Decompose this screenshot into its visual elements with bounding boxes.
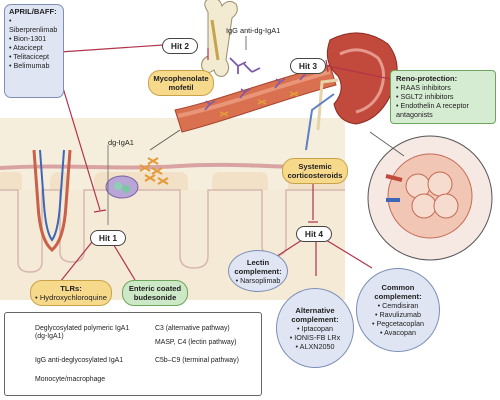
budesonide-line2: budesonide [127, 293, 183, 302]
list-item: Siberprenlimab [9, 16, 59, 34]
list-item: Telitacicept [9, 52, 59, 61]
dg-iga1-label: dg-IgA1 [108, 138, 134, 147]
list-item: • Endothelin A receptor antagonists [396, 101, 490, 119]
mmf-line1: Mycophenolate [153, 74, 209, 83]
intestinal-mucosa [0, 118, 345, 300]
list-item: • SGLT2 inhibitors [396, 92, 490, 101]
legend-masp-label: MASP, C4 (lectin pathway) [155, 339, 236, 347]
mmf-line2: mofetil [153, 83, 209, 92]
systemic-corticosteroids-pill: Systemic corticosteroids [282, 158, 348, 184]
alternative-complement-circle: Alternative complement: • Iptacopan • IO… [276, 288, 354, 368]
common-title2: complement: [374, 292, 421, 301]
hit-3-label: Hit 3 [290, 58, 326, 74]
list-item: • Narsoplimab [236, 276, 281, 285]
legend-c3-label: C3 (alternative pathway) [155, 325, 230, 333]
line-april-hit2 [60, 44, 178, 52]
common-complement-circle: Common complement: • Cemdisiran • Ravuli… [356, 268, 440, 352]
list-item: • Avacopan [380, 328, 416, 337]
list-item: Bion-1301 [9, 34, 59, 43]
list-item: • Cemdisiran [378, 301, 419, 310]
alternative-title: Alternative [295, 306, 334, 315]
tlr-title: TLRs: [35, 284, 107, 293]
bone-marrow [202, 0, 238, 76]
legend-box: Deglycosylated polymeric IgA1 (dg-IgA1) … [4, 312, 262, 396]
lectin-title: Lectin [247, 258, 269, 267]
reno-title: Reno-protection: [396, 74, 490, 83]
igg-anti-dg-iga1-label: IgG anti-dg-IgA1 [226, 26, 280, 35]
list-item: Belimumab [9, 61, 59, 70]
budesonide-pill: Enteric coated budesonide [122, 280, 188, 306]
list-item: Atacicept [9, 43, 59, 52]
budesonide-line1: Enteric coated [127, 284, 183, 293]
list-item: • Iptacopan [297, 324, 333, 333]
list-item: • IONIS-FB LRx [290, 333, 340, 342]
tlr-pill: TLRs: • Hydroxychloroquine [30, 280, 112, 306]
igg-molecules [230, 58, 260, 74]
alternative-title2: complement: [291, 315, 338, 324]
steroid-line1: Systemic [287, 162, 343, 171]
legend-monocyte-label: Monocyte/macrophage [35, 376, 105, 384]
legend-igg-label: IgG anti-deglycosylated IgA1 [35, 357, 123, 365]
hit-1-label: Hit 1 [90, 230, 126, 246]
april-baff-box: APRIL/BAFF: Siberprenlimab Bion-1301 Ata… [4, 4, 64, 98]
list-item: • RAAS inhibitors [396, 83, 490, 92]
glomerulus [368, 132, 492, 260]
list-item: • Pegcetacoplan [372, 319, 424, 328]
lectin-complement-circle: Lectin complement: • Narsoplimab [228, 250, 288, 292]
list-item: • ALXN2050 [296, 342, 335, 351]
april-baff-list: Siberprenlimab Bion-1301 Atacicept Telit… [9, 16, 59, 70]
legend-c5b-label: C5b–C9 (terminal pathway) [155, 357, 239, 365]
tlr-item: • Hydroxychloroquine [35, 293, 107, 302]
list-item: • Ravulizumab [375, 310, 421, 319]
april-baff-title: APRIL/BAFF: [9, 7, 59, 16]
lectin-title2: complement: [234, 267, 281, 276]
legend-dg-iga1-label: Deglycosylated polymeric IgA1 (dg-IgA1) [35, 325, 129, 341]
common-title: Common [382, 283, 415, 292]
reno-protection-box: Reno-protection: • RAAS inhibitors • SGL… [390, 70, 496, 124]
hit-2-label: Hit 2 [162, 38, 198, 54]
mycophenolate-mofetil-pill: Mycophenolate mofetil [148, 70, 214, 96]
hit-4-label: Hit 4 [296, 226, 332, 242]
steroid-line2: corticosteroids [287, 171, 343, 180]
monocyte-cluster [106, 176, 138, 198]
